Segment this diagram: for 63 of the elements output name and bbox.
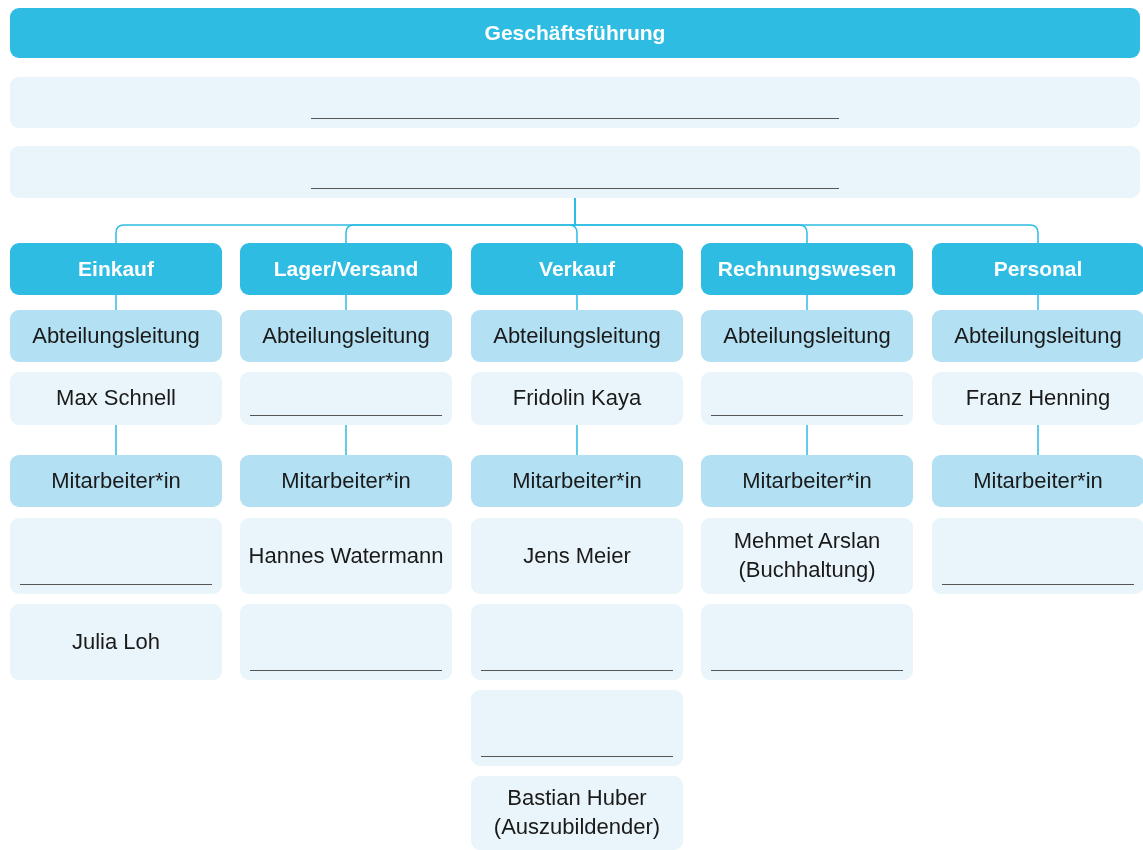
- box-text: Fridolin Kaya: [511, 384, 643, 413]
- box-text: Abteilungsleitung: [953, 321, 1123, 350]
- connector-line: [115, 294, 117, 311]
- role-box: [471, 455, 683, 507]
- name-box: [471, 372, 683, 425]
- department-header: [10, 243, 222, 295]
- department-header: [701, 243, 913, 295]
- connector-line: [576, 294, 578, 311]
- heading-text: Personal: [992, 256, 1084, 283]
- box-text: Franz Henning: [964, 384, 1112, 413]
- blank-box: [701, 604, 913, 680]
- role-box: [471, 310, 683, 362]
- heading-text: Verkauf: [538, 256, 616, 283]
- blank-box: [471, 690, 683, 766]
- box-text: Mitarbeiter*in: [280, 466, 412, 495]
- box-text: Mitarbeiter*in: [741, 466, 873, 495]
- box-text: Julia Loh: [70, 627, 162, 656]
- name-box: [932, 372, 1143, 425]
- box-text: Hannes Watermann: [247, 541, 445, 570]
- role-box: [240, 310, 452, 362]
- box-text: Mehmet Arslan (Buchhaltung): [732, 527, 882, 584]
- department-header: [932, 243, 1143, 295]
- blank-box: [701, 372, 913, 425]
- role-box: [932, 455, 1143, 507]
- box-text: Mitarbeiter*in: [511, 466, 643, 495]
- department-header: [240, 243, 452, 295]
- management-header: [10, 8, 1140, 58]
- blank-box: [240, 604, 452, 680]
- box-text: Mitarbeiter*in: [972, 466, 1104, 495]
- role-box: [10, 310, 222, 362]
- box-text: Bastian Huber (Auszubildender): [492, 784, 662, 841]
- connector-line: [345, 294, 347, 311]
- heading-text: Geschäftsführung: [483, 20, 667, 47]
- role-box: [701, 310, 913, 362]
- box-text: Jens Meier: [522, 541, 632, 570]
- heading-text: Rechnungswesen: [716, 256, 898, 283]
- role-box: [240, 455, 452, 507]
- heading-text: Lager/Versand: [272, 256, 420, 283]
- box-text: Abteilungsleitung: [722, 321, 892, 350]
- heading-text: Einkauf: [77, 256, 155, 283]
- role-box: [701, 455, 913, 507]
- role-box: [932, 310, 1143, 362]
- blank-box: [10, 518, 222, 594]
- connector-line: [1037, 294, 1039, 311]
- connector-line: [115, 424, 117, 456]
- connector-line: [806, 294, 808, 311]
- connector-line: [345, 424, 347, 456]
- box-text: Mitarbeiter*in: [50, 466, 182, 495]
- blank-box: [10, 77, 1140, 128]
- name-box: [10, 372, 222, 425]
- department-header: [471, 243, 683, 295]
- blank-box: [240, 372, 452, 425]
- blank-box: [10, 146, 1140, 198]
- connector-line: [576, 424, 578, 456]
- box-text: Abteilungsleitung: [261, 321, 431, 350]
- connector-line: [1037, 424, 1039, 456]
- box-text: Abteilungsleitung: [31, 321, 201, 350]
- role-box: [10, 455, 222, 507]
- box-text: Max Schnell: [55, 384, 177, 413]
- blank-box: [471, 604, 683, 680]
- blank-box: [932, 518, 1143, 594]
- connector-line: [806, 424, 808, 456]
- box-text: Abteilungsleitung: [492, 321, 662, 350]
